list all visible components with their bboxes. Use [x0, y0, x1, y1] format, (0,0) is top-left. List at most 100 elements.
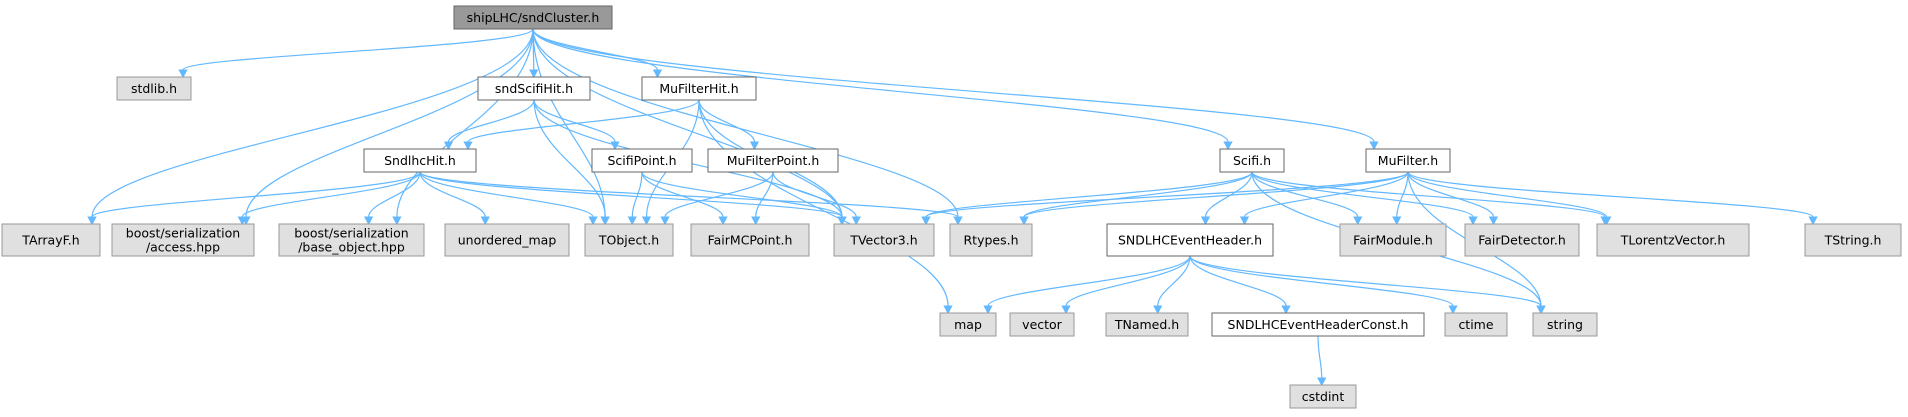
- node-label: Scifi.h: [1233, 153, 1271, 168]
- edge-sndscifihit-to-sndlhchit: [443, 99, 535, 151]
- edge-mufilter-to-fairdetector: [1407, 171, 1499, 226]
- node-tstring: TString.h: [1804, 223, 1902, 257]
- edge-mufilter-to-fairmodule: [1392, 171, 1409, 226]
- node-tlorentzvector: TLorentzVector.h: [1596, 223, 1750, 257]
- node-box: [111, 223, 255, 257]
- node-label: SNDLHCEventHeader.h: [1118, 233, 1262, 248]
- node-box: [584, 223, 674, 257]
- node-sndlhceventheaderconst[interactable]: SNDLHCEventHeaderConst.h: [1211, 312, 1425, 337]
- node-box: [363, 148, 477, 173]
- edge-mufilterpoint-to-tobject: [660, 171, 774, 226]
- edge-sndlhceventheader-to-ctime: [1189, 255, 1458, 315]
- node-label: unordered_map: [458, 233, 557, 248]
- edge-sndlhceventheader-to-string: [1189, 255, 1546, 315]
- node-label: MuFilterPoint.h: [727, 153, 820, 168]
- file-nodes: shipLHC/sndCluster.h stdlib.h sndScifiHit.…: [1, 5, 1902, 409]
- edge-shiplhc-to-tvector3: [532, 28, 847, 226]
- node-label: SndlhcHit.h: [384, 153, 456, 168]
- edge-scifi-to-fairdetector: [1251, 171, 1478, 226]
- edge-sndlhceventheader-to-tnamed: [1153, 255, 1191, 315]
- node-box: [641, 76, 757, 101]
- node-fairmodule: FairModule.h: [1339, 223, 1447, 257]
- node-tvector3: TVector3.h: [833, 223, 935, 257]
- node-shiplhc[interactable]: shipLHC/sndCluster.h: [453, 5, 613, 30]
- node-label: Rtypes.h: [963, 233, 1018, 248]
- edge-sndlhchit-to-tvector3: [419, 171, 847, 226]
- node-box: [690, 223, 810, 257]
- node-tarrayf: TArrayF.h: [1, 223, 101, 257]
- edge-mufilterhit-to-mufilterpoint: [698, 99, 760, 151]
- edge-scifi-to-tvector3: [921, 171, 1253, 226]
- node-box: [1211, 312, 1425, 337]
- node-tobject: TObject.h: [584, 223, 674, 257]
- node-box: [591, 148, 693, 173]
- edge-sndscifihit-to-tobject: [533, 99, 610, 226]
- node-stdlib: stdlib.h: [116, 76, 192, 101]
- node-label: /base_object.hpp: [298, 240, 405, 255]
- node-box: [278, 223, 425, 257]
- edge-scifipoint-to-fairmcpoint: [641, 171, 728, 226]
- edge-scifipoint-to-tvector3: [641, 171, 847, 226]
- node-string: string: [1532, 312, 1598, 337]
- edge-mufilter-to-rtypes: [1019, 171, 1409, 226]
- node-label: /access.hpp: [146, 240, 220, 255]
- edge-sndlhceventheaderconst-to-cstdint: [1317, 335, 1327, 387]
- node-box: [1105, 312, 1189, 337]
- node-scifipoint[interactable]: ScifiPoint.h: [591, 148, 693, 173]
- node-label: stdlib.h: [131, 81, 177, 96]
- edge-sndlhchit-to-rtypes: [419, 171, 963, 226]
- node-box: [477, 76, 591, 101]
- node-label: ScifiPoint.h: [607, 153, 676, 168]
- edge-shiplhc-to-scifi: [532, 28, 1233, 151]
- node-tnamed: TNamed.h: [1105, 312, 1189, 337]
- node-label: shipLHC/sndCluster.h: [467, 10, 600, 25]
- edge-shiplhc-to-access: [241, 28, 534, 226]
- edge-sndlhceventheader-to-vector: [1061, 255, 1191, 315]
- edge-sndlhceventheader-to-sndlhceventheaderconst: [1189, 255, 1291, 315]
- node-box: [453, 5, 613, 30]
- node-base-object: boost/serialization/base_object.hpp: [278, 223, 425, 257]
- node-label: TArrayF.h: [21, 233, 79, 248]
- edge-mufilter-to-sndlhceventheader: [1239, 171, 1409, 226]
- edge-shiplhc-to-stdlib: [178, 28, 534, 79]
- node-mufilter[interactable]: MuFilter.h: [1365, 148, 1451, 173]
- node-mufilterpoint[interactable]: MuFilterPoint.h: [707, 148, 839, 173]
- node-box: [1289, 384, 1357, 409]
- node-scifi[interactable]: Scifi.h: [1219, 148, 1285, 173]
- edge-mufilterpoint-to-tvector3: [772, 171, 861, 226]
- node-box: [1444, 312, 1508, 337]
- edge-scifi-to-sndlhceventheader: [1200, 171, 1253, 226]
- node-rtypes: Rtypes.h: [949, 223, 1033, 257]
- node-box: [1, 223, 101, 257]
- edge-shiplhc-to-mufilter: [532, 28, 1379, 151]
- node-box: [1365, 148, 1451, 173]
- node-box: [939, 312, 997, 337]
- node-box: [116, 76, 192, 101]
- node-map: map: [939, 312, 997, 337]
- dependency-edges: [87, 28, 1818, 387]
- node-label: boost/serialization: [294, 226, 408, 241]
- node-vector: vector: [1009, 312, 1075, 337]
- node-label: string: [1547, 317, 1583, 332]
- node-label: SNDLHCEventHeaderConst.h: [1228, 317, 1409, 332]
- node-cstdint: cstdint: [1289, 384, 1357, 409]
- node-box: [1596, 223, 1750, 257]
- node-label: TLorentzVector.h: [1620, 233, 1726, 248]
- node-mufilterhit[interactable]: MuFilterHit.h: [641, 76, 757, 101]
- node-label: TObject.h: [598, 233, 659, 248]
- node-unordered-map: unordered_map: [444, 223, 570, 257]
- node-box: [833, 223, 935, 257]
- node-label: FairMCPoint.h: [708, 233, 793, 248]
- node-sndlhchit[interactable]: SndlhcHit.h: [363, 148, 477, 173]
- node-sndscifihit[interactable]: sndScifiHit.h: [477, 76, 591, 101]
- node-box: [1106, 223, 1274, 257]
- edge-scifi-to-fairmodule: [1251, 171, 1363, 226]
- node-box: [1219, 148, 1285, 173]
- node-label: cstdint: [1302, 389, 1345, 404]
- node-box: [1339, 223, 1447, 257]
- node-sndlhceventheader[interactable]: SNDLHCEventHeader.h: [1106, 223, 1274, 257]
- edge-sndlhchit-to-tobject: [419, 171, 598, 226]
- node-label: TVector3.h: [849, 233, 917, 248]
- node-label: ctime: [1458, 317, 1493, 332]
